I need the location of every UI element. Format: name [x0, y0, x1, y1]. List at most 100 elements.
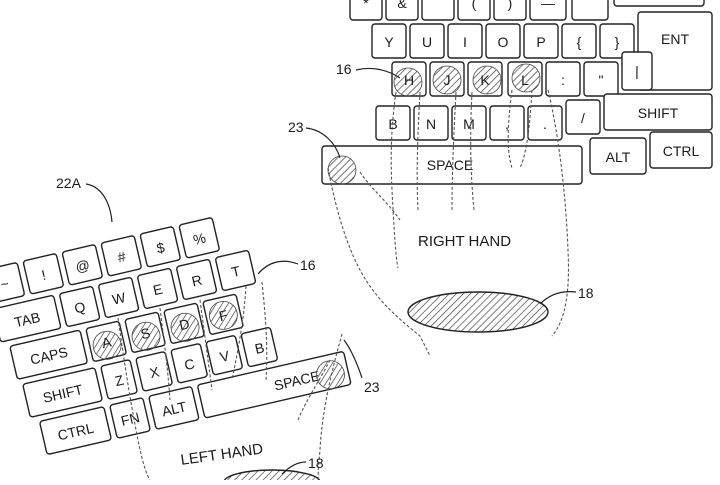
key-dollar: $: [139, 226, 181, 268]
key-pipe: |: [621, 51, 653, 91]
right-hand-outline: [327, 89, 569, 357]
right-hand-label: RIGHT HAND: [418, 233, 511, 250]
fingertip-contact-l: [511, 63, 541, 93]
key-open-brace: {: [561, 23, 597, 59]
palm-sensor-left: [223, 469, 321, 485]
left-hand-outline: [117, 281, 343, 481]
svg-text:T: T: [230, 263, 242, 281]
ref-label-22A: 22A: [56, 175, 82, 191]
ref-label-16-right: 16: [336, 61, 352, 77]
reference-23-right: 23: [288, 119, 341, 159]
key-ctrl-left: CTRL: [39, 406, 112, 455]
ref-label-18-left: 18: [308, 455, 324, 471]
fingertip-contact-s: [131, 321, 161, 351]
key-blank-3: [613, 0, 705, 7]
ref-label-16-left: 16: [300, 257, 316, 273]
key-close-brace: }: [599, 23, 635, 59]
reference-16-right: 16: [336, 61, 401, 79]
key-percent: %: [178, 217, 220, 259]
key-hash: #: [100, 235, 142, 277]
key-blank-1: [421, 0, 455, 21]
fingertip-contact-k: [472, 65, 502, 95]
svg-text:W: W: [111, 289, 128, 308]
svg-text:TAB: TAB: [13, 309, 42, 330]
leader-18-right: [539, 291, 577, 305]
key-exclaim: !: [22, 253, 64, 295]
leader-18-left: [281, 461, 307, 475]
svg-text:N: N: [426, 116, 436, 132]
key-at: @: [61, 244, 103, 286]
key-space-left: SPACE: [197, 351, 352, 419]
ref-label-18-right: 18: [578, 285, 594, 301]
svg-text:{: {: [577, 34, 582, 50]
fingertip-contact-f: [208, 300, 238, 330]
key-open-paren: (: [457, 0, 491, 21]
svg-text:U: U: [422, 34, 432, 50]
key-colon: :: [545, 61, 581, 97]
svg-text:~: ~: [0, 275, 10, 292]
svg-text:@: @: [74, 256, 91, 275]
leader-22A: [85, 183, 113, 223]
svg-text:#: #: [116, 248, 127, 265]
svg-text:Z: Z: [113, 372, 125, 390]
svg-text:CTRL: CTRL: [663, 143, 700, 159]
svg-text:ALT: ALT: [160, 398, 188, 419]
leader-16-right: [355, 67, 401, 79]
svg-text:*: *: [363, 0, 369, 11]
svg-text:.: .: [543, 116, 547, 132]
svg-text:SPACE: SPACE: [427, 157, 473, 173]
reference-18-right: 18: [539, 285, 594, 305]
key-space-right: SPACE: [321, 145, 583, 185]
key-b-left: B: [240, 327, 278, 368]
svg-text:$: $: [155, 239, 166, 256]
key-comma: ,: [489, 105, 525, 141]
svg-text:M: M: [463, 116, 475, 132]
right-keyboard: * & ( ) — Y U I O P { } ENT H J K L : " …: [321, 0, 713, 185]
svg-text:Y: Y: [384, 34, 394, 50]
svg-text:SHIFT: SHIFT: [638, 105, 679, 121]
key-shift-right: SHIFT: [603, 93, 713, 131]
svg-text:): ): [508, 0, 513, 11]
svg-text:ENT: ENT: [661, 31, 689, 47]
key-i: I: [447, 23, 483, 59]
svg-text:&: &: [397, 0, 407, 11]
svg-text:,: ,: [505, 116, 509, 132]
palm-sensor-right: [407, 291, 549, 333]
thumb-contact-right: [327, 155, 357, 185]
key-blank-2: [571, 0, 609, 21]
svg-text:V: V: [218, 347, 231, 365]
svg-text:!: !: [40, 267, 47, 283]
svg-text:R: R: [190, 272, 203, 290]
svg-text:E: E: [151, 281, 164, 299]
fingertip-contact-j: [432, 65, 462, 95]
leader-23-left: [343, 339, 363, 379]
svg-text:P: P: [536, 34, 545, 50]
key-c: C: [170, 343, 208, 384]
fingertip-contact-d: [170, 312, 200, 342]
key-ampersand: &: [385, 0, 419, 21]
leader-23-right: [305, 127, 341, 159]
key-shift-left: SHIFT: [22, 367, 103, 418]
key-e: E: [137, 267, 179, 309]
key-o: O: [485, 23, 521, 59]
svg-text:": ": [599, 72, 604, 88]
ref-label-23-left: 23: [364, 379, 380, 395]
key-slash: /: [565, 99, 601, 135]
key-y: Y: [371, 23, 407, 59]
key-asterisk: *: [349, 0, 383, 21]
key-alt-right: ALT: [589, 137, 647, 175]
ref-label-23-right: 23: [288, 119, 304, 135]
reference-23-left: 23: [343, 339, 380, 395]
key-z: Z: [100, 359, 138, 400]
key-alt-left: ALT: [148, 386, 200, 430]
fingertip-contacts-right: [393, 63, 541, 97]
reference-16-left: 16: [257, 257, 316, 275]
svg-text:Q: Q: [73, 298, 87, 316]
svg-text:ALT: ALT: [606, 149, 631, 165]
key-enter: ENT: [637, 11, 713, 91]
svg-text:/: /: [581, 110, 585, 126]
svg-text:C: C: [183, 355, 196, 373]
fingertip-contact-h: [393, 67, 423, 97]
